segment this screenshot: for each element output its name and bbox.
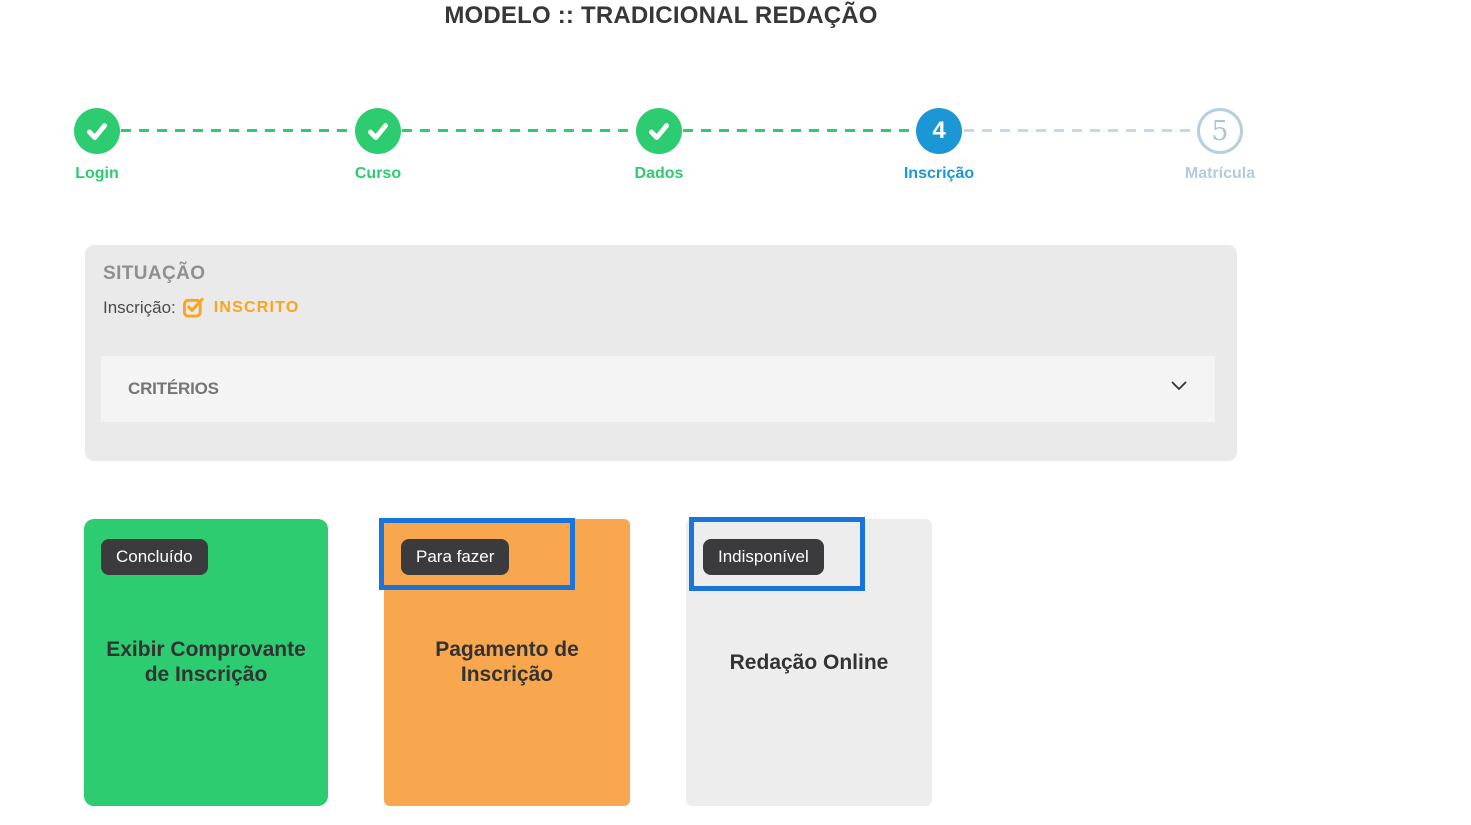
step-curso-circle	[355, 108, 401, 154]
card-title: Exibir Comprovante de Inscrição	[106, 638, 306, 686]
highlight-box	[689, 517, 865, 591]
enrollment-status-line: Inscrição: INSCRITO	[103, 297, 300, 318]
step-login-circle	[74, 108, 120, 154]
step-label-dados: Dados	[634, 165, 684, 182]
step-label-login: Login	[75, 165, 119, 182]
step-matricula-circle: 5	[1197, 108, 1243, 154]
stepper-connector	[402, 129, 633, 132]
card-redacao-online: Indisponível Redação Online	[686, 517, 932, 806]
step-number: 4	[932, 117, 946, 144]
highlight-box	[379, 518, 575, 590]
card-title: Pagamento de Inscrição	[435, 638, 579, 686]
situation-heading: SITUAÇÃO	[103, 263, 206, 284]
stepper-connector	[121, 129, 354, 132]
step-dados-circle	[636, 108, 682, 154]
status-badge: Para fazer	[401, 539, 510, 575]
enrollment-field-label: Inscrição:	[103, 297, 176, 317]
stepper-connector	[964, 129, 1195, 132]
step-label-matricula: Matrícula	[1184, 165, 1256, 182]
step-label-curso: Curso	[354, 165, 402, 182]
card-pagamento-inscricao[interactable]: Para fazer Pagamento de Inscrição	[379, 518, 630, 806]
accordion-label: CRITÉRIOS	[128, 379, 219, 398]
situation-panel: SITUAÇÃO Inscrição: INSCRITO CRITÉRIOS	[85, 245, 1237, 461]
check-icon	[86, 123, 108, 140]
card-title: Redação Online	[729, 650, 889, 674]
check-square-icon	[182, 297, 204, 318]
status-badge: Concluído	[101, 539, 208, 575]
criterios-accordion-header[interactable]: CRITÉRIOS	[101, 356, 1215, 422]
stepper-connector	[683, 129, 914, 132]
status-badge: Indisponível	[703, 539, 824, 575]
card-exibir-comprovante[interactable]: Concluído Exibir Comprovante de Inscriçã…	[84, 519, 328, 806]
page-title: MODELO :: TRADICIONAL REDAÇÃO	[444, 2, 878, 29]
step-inscricao-circle: 4	[916, 108, 962, 154]
step-number: 5	[1211, 115, 1229, 147]
step-label-inscricao: Inscrição	[903, 165, 975, 182]
status-badge: INSCRITO	[213, 298, 300, 316]
check-icon	[648, 123, 670, 140]
check-icon	[367, 123, 389, 140]
chevron-down-icon[interactable]	[1171, 381, 1187, 391]
